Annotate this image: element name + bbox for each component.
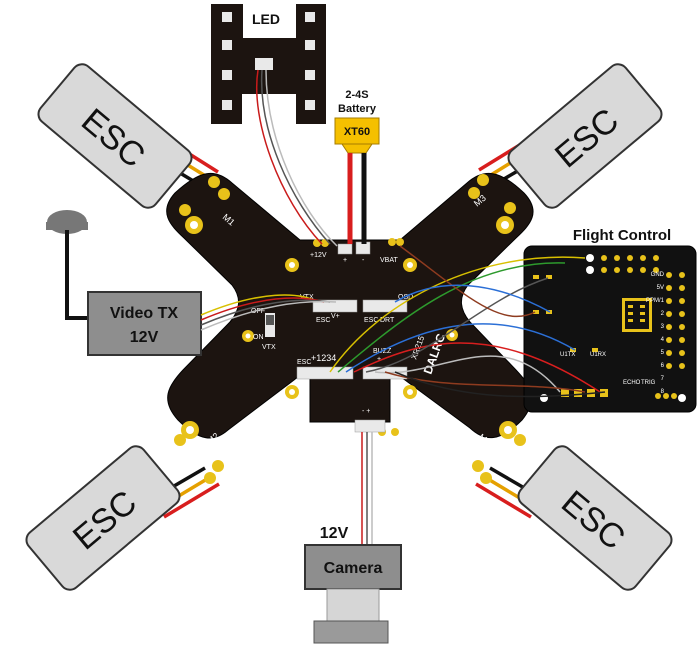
label-v-plus: V+: [331, 313, 340, 320]
label-vtx-side: VTX: [262, 344, 276, 351]
label-12v: +12V: [310, 252, 327, 259]
fc-pin-label: 3: [661, 324, 665, 330]
fc-pin-label: 5: [661, 350, 665, 356]
fc-pin-label: 2: [661, 311, 665, 317]
esc-bottom-left: ESC: [25, 445, 181, 591]
fc-pin-label: 8: [661, 389, 665, 395]
label-plus: +: [343, 257, 347, 264]
fc-pin-label: 4: [661, 337, 665, 343]
label-vbat: VBAT: [380, 257, 398, 264]
label-esc-nums: +1234: [311, 353, 336, 363]
label-cam: CAM: [314, 424, 338, 436]
fc-pin-label: 6: [661, 363, 665, 369]
fc-trig: TRIG: [641, 380, 656, 386]
camera-label: Camera: [324, 560, 383, 577]
camera: 12V Camera: [304, 432, 402, 644]
label-cam-pm: - +: [362, 408, 370, 415]
video-tx-label-1: Video TX: [110, 305, 178, 322]
fc-pin-label: GND: [651, 272, 665, 278]
label-osd: OSD: [398, 294, 413, 301]
fc-u1tx: U1TX: [560, 352, 575, 358]
label-off: OFF: [251, 308, 265, 315]
camera-volt-label: 12V: [320, 525, 349, 542]
battery-connector: 2-4S Battery XT60: [334, 89, 380, 244]
flight-control: Flight Control GND 5V: [523, 227, 697, 413]
label-esc-b: ESC: [364, 317, 378, 324]
label-drt: DRT: [380, 317, 395, 324]
esc-top-left: ESC: [37, 63, 193, 209]
signal-wires: [329, 245, 606, 398]
esc-top-right: ESC: [507, 63, 663, 209]
video-tx: Video TX 12V: [46, 210, 202, 356]
fc-pin-label: 5V: [657, 285, 664, 291]
fc-pin-label: 7: [661, 376, 665, 382]
label-minus: -: [362, 257, 365, 264]
led-board: LED: [211, 4, 326, 124]
label-esc-c: ESC: [297, 359, 311, 366]
vtx-wires: [200, 294, 337, 331]
flight-control-label: Flight Control: [573, 227, 671, 244]
label-5v: 5V: [402, 432, 411, 439]
esc-bottom-right: ESC: [517, 445, 673, 591]
fc-echo: ECHO: [623, 380, 641, 386]
led-label: LED: [252, 11, 280, 27]
label-esc-a: ESC: [316, 317, 330, 324]
video-tx-label-2: 12V: [130, 329, 159, 346]
fc-right-pins: GND 5V PPM/1 2 3 4 5 6 7 8: [646, 272, 685, 395]
fc-pin-label: PPM/1: [646, 298, 665, 304]
led-wires: [256, 69, 338, 247]
fc-u1rx: U1RX: [590, 352, 606, 358]
xt60-label: XT60: [344, 126, 370, 138]
label-on: ON: [253, 334, 264, 341]
pcb-board: [166, 172, 534, 484]
battery-volt-label: 2-4S: [345, 89, 368, 101]
battery-label: Battery: [338, 103, 377, 115]
